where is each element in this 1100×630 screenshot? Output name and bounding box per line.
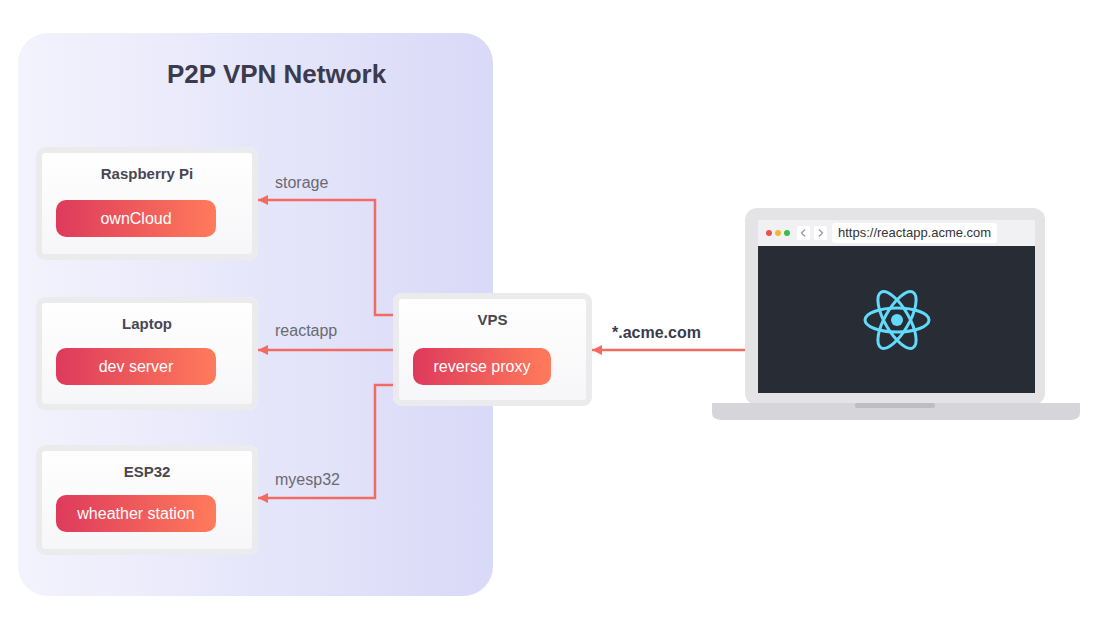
- device-box: ESP32 wheather station: [36, 445, 258, 555]
- route-arrow: [258, 200, 393, 315]
- react-orbit: [871, 286, 924, 353]
- react-core: [891, 314, 903, 326]
- device-name: VPS: [393, 293, 592, 330]
- browser-bar: [758, 220, 1035, 246]
- device-name: ESP32: [36, 445, 258, 482]
- nav-arrow: [802, 230, 806, 237]
- laptop-screen: [758, 220, 1035, 393]
- device-name: Raspberry Pi: [36, 147, 258, 184]
- service-name: ownCloud: [100, 210, 171, 228]
- laptop-base: [712, 403, 1080, 420]
- react-orbit: [871, 286, 924, 353]
- service-pill: ownCloud: [56, 200, 216, 237]
- device-box: Raspberry Pi ownCloud: [36, 147, 258, 260]
- region-title: P2P VPN Network: [18, 33, 493, 91]
- service-name: wheather station: [77, 505, 194, 523]
- window-dot: [784, 230, 790, 236]
- service-pill: dev server: [56, 348, 216, 385]
- laptop-lid: [745, 208, 1045, 405]
- window-dot: [766, 230, 772, 236]
- network-region: P2P VPN NetworkRaspberry Pi ownCloudLapto…: [18, 33, 493, 596]
- route-arrow: [258, 349, 393, 352]
- route-label: *.acme.com: [612, 323, 701, 343]
- window-dot: [775, 230, 781, 236]
- service-pill: reverse proxy: [413, 348, 551, 385]
- laptop-notch: [855, 403, 935, 408]
- nav-button: [814, 226, 827, 240]
- route-label: storage: [275, 173, 328, 193]
- route-arrow: [592, 349, 745, 352]
- device-box: VPS reverse proxy: [393, 293, 592, 406]
- browser-laptop: https://reactapp.acme.com: [745, 208, 1045, 405]
- route-label: reactapp: [275, 321, 337, 341]
- route-label: myesp32: [275, 470, 340, 490]
- url-text: https://reactapp.acme.com: [832, 223, 997, 243]
- react-orbit: [865, 308, 929, 332]
- service-name: reverse proxy: [434, 358, 531, 376]
- nav-arrow: [819, 230, 823, 237]
- nav-button: [797, 226, 810, 240]
- device-name: Laptop: [36, 297, 258, 334]
- route-arrow: [258, 385, 393, 498]
- device-box: Laptop dev server: [36, 297, 258, 410]
- react-logo: [865, 286, 929, 353]
- service-name: dev server: [99, 358, 174, 376]
- service-pill: wheather station: [56, 495, 216, 532]
